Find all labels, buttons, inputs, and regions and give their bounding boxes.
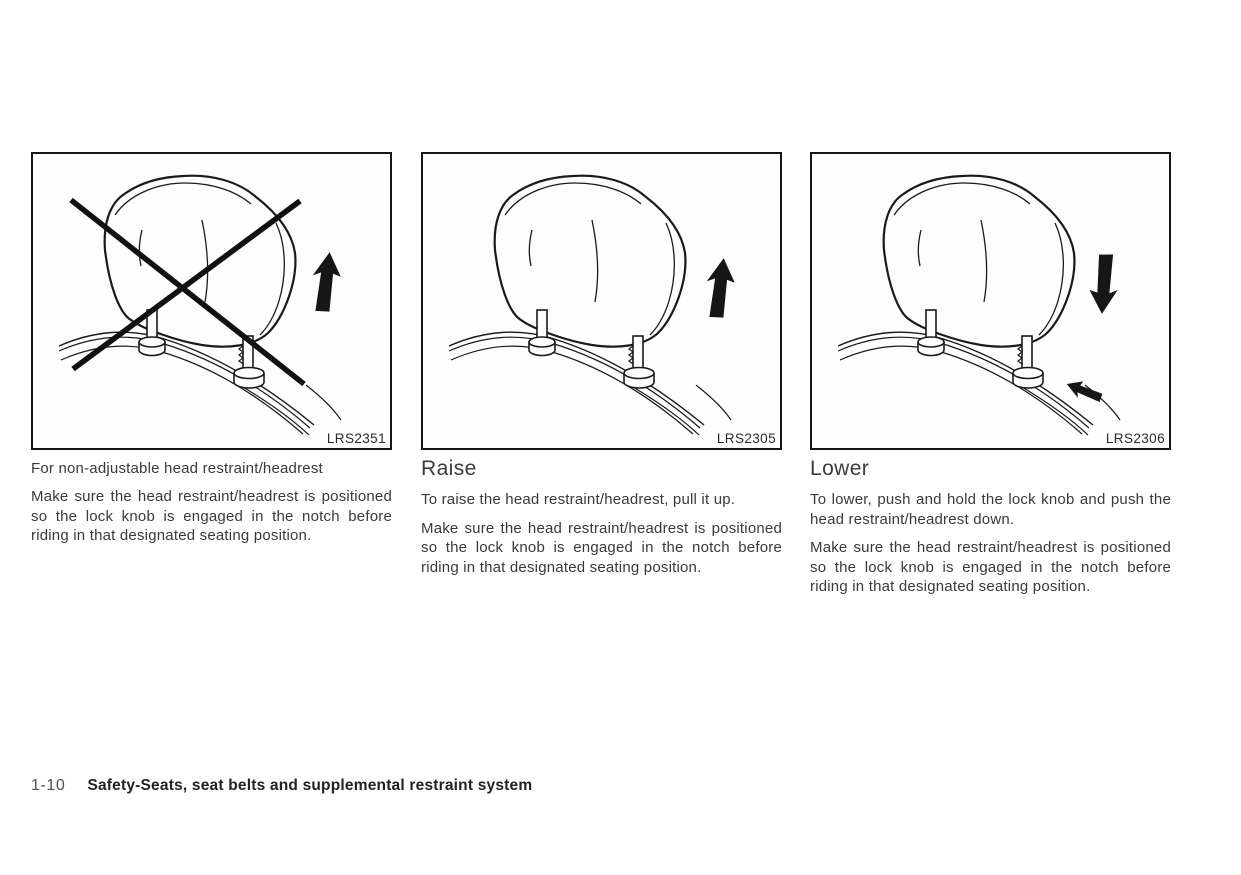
page-number: 1-10	[31, 777, 66, 794]
instruction-paragraph: Make sure the head restraint/headrest is…	[810, 539, 1171, 596]
headrest-illustration-crossed-out	[58, 174, 342, 436]
push-knob-arrow-icon	[1066, 381, 1103, 402]
instruction-paragraph: To lower, push and hold the lock knob an…	[810, 491, 1171, 528]
intro-line: For non-adjustable head restraint/headre…	[31, 460, 323, 477]
page-footer: 1-10 Safety-Seats, seat belts and supple…	[31, 777, 532, 795]
instruction-paragraph: Make sure the head restraint/headrest is…	[31, 488, 392, 545]
figure-panel-raise: LRS2305	[421, 152, 782, 450]
headrest-illustration-raise	[448, 174, 735, 436]
figure-code-label: LRS2305	[710, 430, 778, 448]
text-column-lower: Lower To lower, push and hold the lock k…	[810, 456, 1171, 606]
instruction-paragraph: To raise the head restraint/headrest, pu…	[421, 491, 736, 508]
cross-out-mark	[69, 197, 306, 387]
headrest-illustration-lower	[837, 174, 1121, 436]
text-column-non-adjustable: For non-adjustable head restraint/headre…	[31, 456, 392, 555]
down-arrow-icon	[1089, 254, 1118, 314]
section-heading: Raise	[421, 457, 477, 480]
figure-panel-lower: LRS2306	[810, 152, 1171, 450]
section-heading: Lower	[810, 457, 870, 480]
figure-panel-non-adjustable: LRS2351	[31, 152, 392, 450]
text-column-raise: Raise To raise the head restraint/headre…	[421, 456, 782, 586]
up-arrow-icon	[706, 258, 735, 318]
up-arrow-icon	[312, 252, 341, 312]
chapter-title: Safety-Seats, seat belts and supplementa…	[87, 777, 533, 794]
figure-code-label: LRS2306	[1099, 430, 1167, 448]
figure-code-label: LRS2351	[320, 430, 388, 448]
instruction-paragraph: Make sure the head restraint/headrest is…	[421, 519, 782, 576]
